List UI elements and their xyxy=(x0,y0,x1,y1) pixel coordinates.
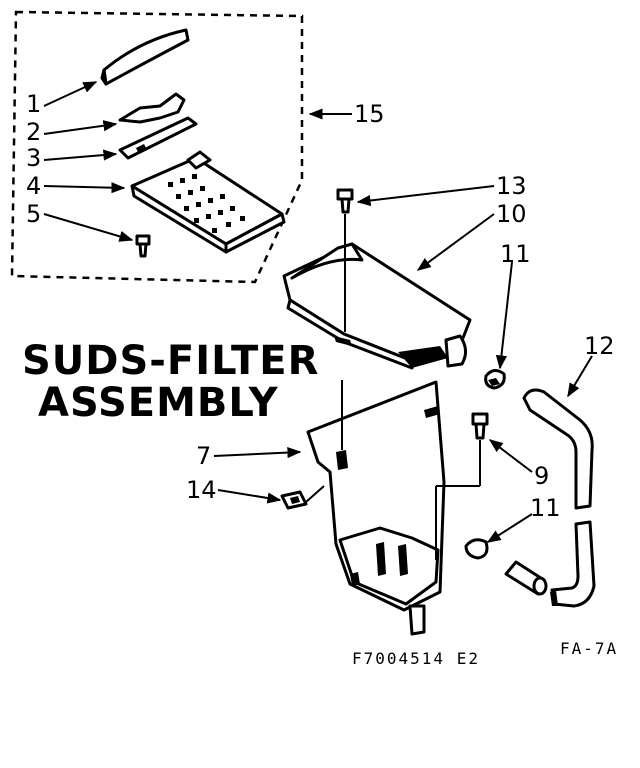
callout-14: 14 xyxy=(186,476,217,504)
diagram-title-line2: ASSEMBLY xyxy=(38,380,279,426)
diagram-title-line1: SUDS-FILTER xyxy=(22,338,319,384)
callout-4: 4 xyxy=(26,172,41,200)
screw-9-part xyxy=(471,412,489,440)
callout-3: 3 xyxy=(26,144,41,172)
callout-11-lower: 11 xyxy=(530,494,561,522)
callout-10: 10 xyxy=(496,200,527,228)
callout-12: 12 xyxy=(584,332,615,360)
filter-screen-part xyxy=(130,150,286,254)
drain-hose-part xyxy=(522,388,596,608)
leader-lines xyxy=(43,81,593,560)
callout-9: 9 xyxy=(534,462,549,490)
callout-7: 7 xyxy=(196,442,211,470)
hose-clamp-11-upper-part xyxy=(484,369,506,390)
part-number-code: F7004514 E2 xyxy=(352,649,480,668)
callout-11-upper: 11 xyxy=(500,240,531,268)
hose-connector-part xyxy=(504,560,548,596)
callout-13: 13 xyxy=(496,172,527,200)
callout-15: 15 xyxy=(354,100,385,128)
callout-2: 2 xyxy=(26,118,41,146)
mounting-bracket-part xyxy=(306,380,446,636)
clip-nut-14-part xyxy=(280,490,308,510)
screw-5-part xyxy=(135,234,151,258)
figure-code: FA-7A xyxy=(560,639,618,658)
hose-clamp-11-lower-part xyxy=(464,538,489,560)
spring-clip-part xyxy=(118,92,186,124)
screw-13-part xyxy=(336,188,354,214)
filter-housing-part xyxy=(282,242,472,370)
callout-1: 1 xyxy=(26,90,41,118)
filter-cover-part xyxy=(100,28,190,86)
filter-kit-boundary xyxy=(10,10,304,284)
filter-frame-part xyxy=(118,116,198,160)
callout-5: 5 xyxy=(26,200,41,228)
